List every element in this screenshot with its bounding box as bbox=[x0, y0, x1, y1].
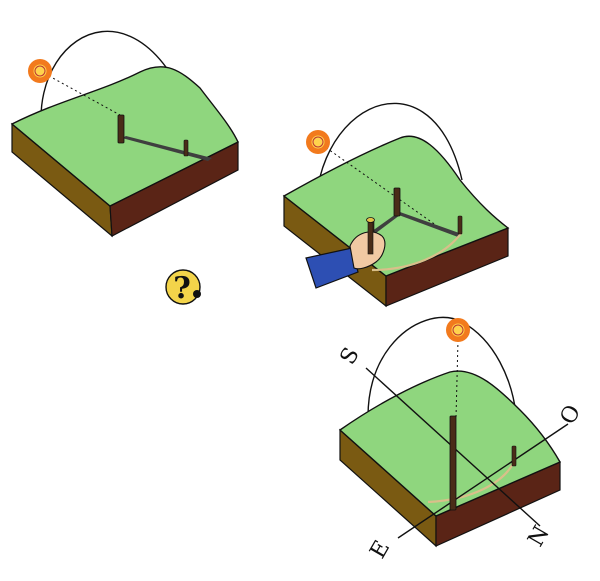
label-south: S bbox=[336, 343, 365, 369]
sun-icon bbox=[306, 130, 330, 154]
panel-3-ground-block: S N E O bbox=[336, 316, 587, 563]
shadow-marker-stick bbox=[457, 215, 463, 235]
label-north: N bbox=[524, 522, 555, 551]
sun-ray bbox=[455, 339, 459, 419]
sun-ray bbox=[39, 70, 121, 116]
sun-icon bbox=[28, 59, 52, 83]
question-mark-icon: ? bbox=[173, 271, 191, 306]
hand bbox=[349, 231, 386, 270]
panel-1-ground-block bbox=[10, 30, 239, 238]
label-east: E bbox=[366, 537, 396, 563]
shadow-marker-stick bbox=[183, 139, 189, 157]
gnomon-stick bbox=[393, 187, 401, 217]
stick-shadow bbox=[396, 212, 462, 237]
stick-shadow bbox=[122, 136, 212, 161]
shadow-marker-stick bbox=[511, 445, 517, 467]
label-west: O bbox=[556, 401, 587, 429]
sun-icon bbox=[446, 318, 470, 342]
gnomon-stick bbox=[117, 114, 125, 144]
hand-icon bbox=[305, 217, 386, 289]
question-badge: ? bbox=[165, 269, 201, 306]
string-arc bbox=[371, 231, 463, 272]
east-west-line bbox=[397, 423, 569, 539]
stick-shadow-2 bbox=[368, 214, 400, 236]
string-arc bbox=[427, 457, 518, 504]
gnomon-stick bbox=[449, 415, 457, 511]
grass-top bbox=[10, 66, 239, 207]
sun-path-arc bbox=[367, 316, 517, 473]
sleeve bbox=[305, 247, 359, 289]
panel-2-ground-block bbox=[282, 102, 510, 308]
